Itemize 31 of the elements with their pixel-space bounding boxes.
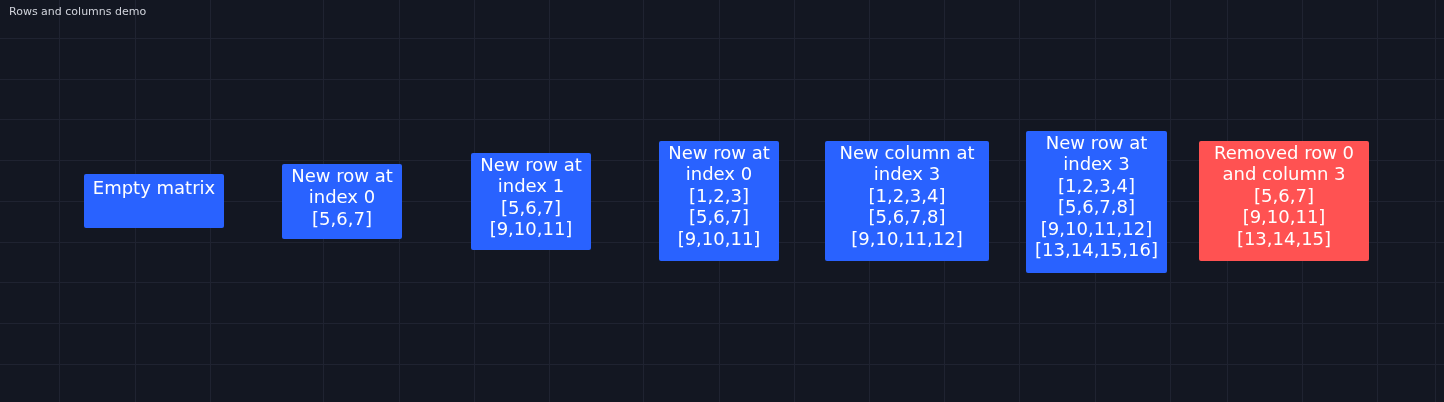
label-text: Removed row 0 and column 3 [1212, 142, 1356, 185]
label-text: New row at index 1 [479, 154, 583, 197]
matrix-row: [13,14,15] [1236, 227, 1332, 250]
matrix-row: [13,14,15,16] [1035, 239, 1158, 261]
matrix-row: [9,10,11] [677, 227, 761, 250]
label-box [84, 174, 224, 228]
label-text: New row at index 3 [1044, 132, 1149, 175]
chart-title: Rows and columns demo [9, 5, 147, 18]
matrix-row: [5,6,7] [1254, 184, 1314, 207]
matrix-row: [1,2,3,4] [868, 184, 946, 207]
matrix-row: [5,6,7] [689, 206, 749, 228]
matrix-row: [9,10,11] [1242, 206, 1326, 228]
matrix-row: [9,10,11,12] [1040, 217, 1153, 240]
label-text: Empty matrix [92, 177, 216, 199]
label-box [1026, 131, 1167, 273]
label-text: New row at index 0 [667, 142, 771, 185]
matrix-row: [9,10,11] [489, 218, 573, 240]
label-text: New column at index 3 [838, 142, 976, 185]
label-box [825, 141, 989, 261]
matrix-row: [5,6,7,8] [1058, 196, 1135, 218]
label-box [471, 153, 591, 250]
matrix-row: [1,2,3] [689, 184, 749, 207]
matrix-row: [5,6,7,8] [868, 206, 946, 228]
matrix-row: [5,6,7] [312, 207, 372, 230]
matrix-row: [9,10,11,12] [851, 227, 963, 250]
label-box [659, 141, 779, 261]
label-text: New row at index 0 [290, 165, 394, 208]
label-box [1199, 141, 1369, 261]
matrix-row: [1,2,3,4] [1058, 174, 1135, 197]
matrix-row: [5,6,7] [501, 196, 561, 219]
label-box [282, 164, 402, 239]
